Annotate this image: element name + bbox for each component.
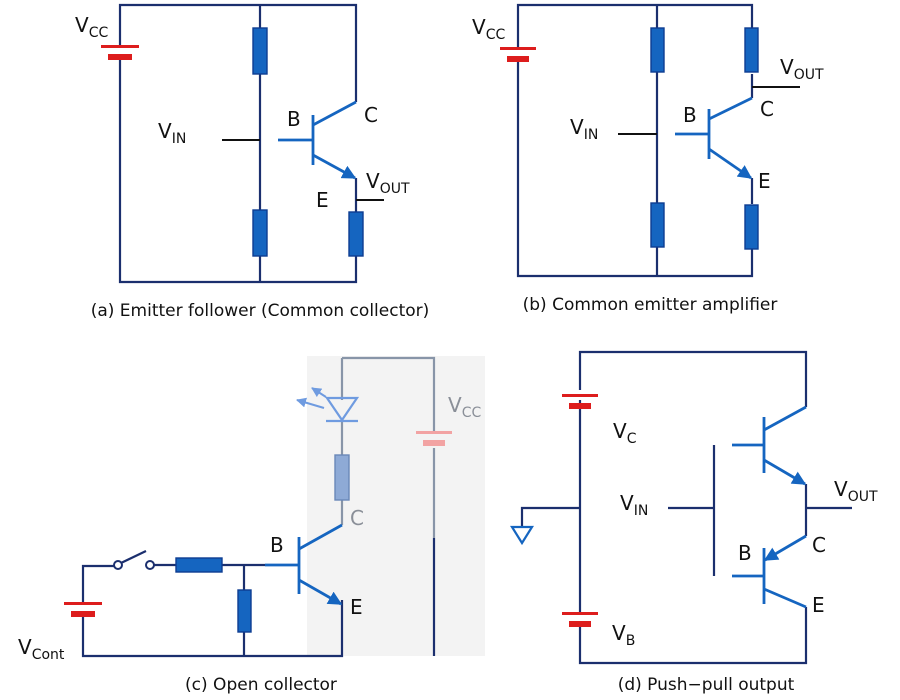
ground-symbol-d <box>510 525 534 546</box>
vcc-label-c: VCC <box>448 393 481 421</box>
caption-b: (b) Common emitter amplifier <box>523 295 778 315</box>
resistor-a-top <box>252 27 268 75</box>
switch-c <box>113 550 155 570</box>
circuit-a: VCC VIN VOUT B C E (a) Emitter follower … <box>75 3 430 321</box>
battery-a <box>101 45 139 60</box>
battery-d-top <box>562 394 598 409</box>
vcc-label-b: VCC <box>472 15 505 43</box>
emitter-label-d: E <box>812 593 825 617</box>
vout-label-b: VOUT <box>780 55 824 83</box>
caption-a: (a) Emitter follower (Common collector) <box>91 301 430 321</box>
vout-label-a: VOUT <box>366 169 410 197</box>
resistor-a-emitter <box>348 211 364 257</box>
vin-label-d: VIN <box>620 491 648 519</box>
transistor-c <box>265 523 343 606</box>
vb-label-d: VB <box>612 621 635 649</box>
caption-c: (c) Open collector <box>185 675 337 695</box>
vin-label-b: VIN <box>570 115 598 143</box>
resistor-c-load <box>334 454 350 501</box>
circuit-b: VCC VIN VOUT B C E (b) Common emitter am… <box>472 3 824 315</box>
resistor-b-emitter <box>744 204 759 250</box>
vin-label-a: VIN <box>158 119 186 147</box>
led-c <box>296 387 360 423</box>
vcc-label-a: VCC <box>75 13 108 41</box>
resistor-b-bottom <box>650 202 665 248</box>
base-label-d: B <box>738 541 752 565</box>
battery-c-vcont <box>64 602 102 617</box>
resistor-a-bottom <box>252 209 268 257</box>
resistor-c-series <box>175 557 223 573</box>
vout-label-d: VOUT <box>834 477 878 505</box>
caption-d: (d) Push−pull output <box>618 675 795 695</box>
transistor-a <box>278 100 357 180</box>
battery-d-bottom <box>562 612 598 627</box>
emitter-label-a: E <box>316 188 329 212</box>
vcont-label-c: VCont <box>18 635 65 663</box>
resistor-b-top <box>650 27 665 73</box>
circuit-c: VCC C B E VCont (c) Open collector <box>18 356 485 695</box>
battery-b <box>500 47 536 62</box>
base-label-a: B <box>287 107 301 131</box>
resistor-b-collector <box>744 27 759 73</box>
transistor-d-lower <box>732 534 807 609</box>
battery-c-vcc <box>416 431 452 446</box>
base-label-c: B <box>270 533 284 557</box>
transistor-b <box>675 96 753 180</box>
resistor-c-shunt <box>237 589 252 633</box>
emitter-label-b: E <box>758 169 771 193</box>
collector-label-c: C <box>350 506 364 530</box>
emitter-label-c: E <box>350 595 363 619</box>
collector-label-d: C <box>812 533 826 557</box>
collector-label-a: C <box>364 103 378 127</box>
base-label-b: B <box>683 103 697 127</box>
transistor-d-upper <box>732 405 807 486</box>
vc-label-d: VC <box>613 419 637 447</box>
external-load-area <box>307 356 485 656</box>
circuit-d: VC VIN VOUT VB B C E (d) Push−pull outpu… <box>510 350 878 695</box>
collector-label-b: C <box>760 97 774 121</box>
